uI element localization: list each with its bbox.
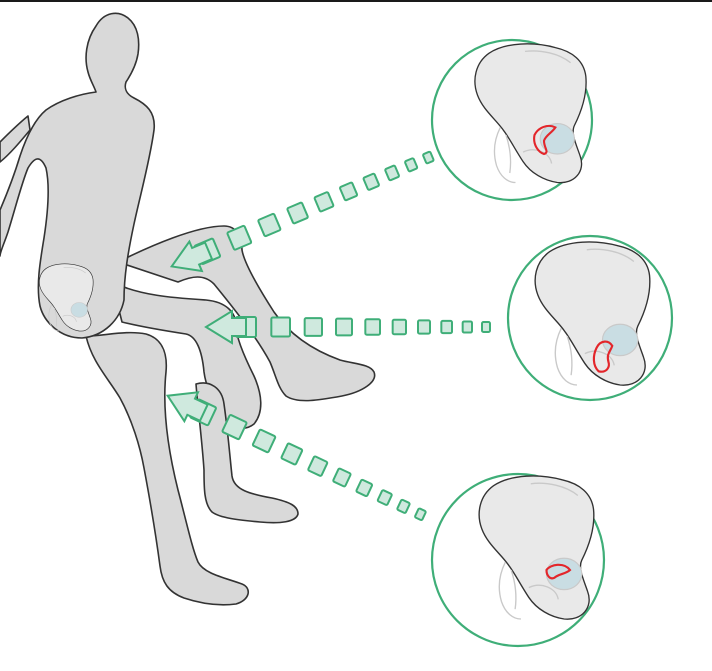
arrow-segment xyxy=(415,508,426,520)
arrow-segment xyxy=(363,173,379,190)
arrow-segment xyxy=(340,182,358,201)
view-top xyxy=(432,40,592,200)
human-figure-icon xyxy=(0,13,375,604)
dashed-arrow-icon xyxy=(165,141,438,281)
arrow-segment xyxy=(385,165,400,180)
arrow-segment xyxy=(393,320,406,334)
view-bottom xyxy=(432,474,604,646)
arrow-segment xyxy=(397,499,410,513)
arrow-segment xyxy=(271,318,290,337)
arrow-segment xyxy=(365,319,380,335)
arrow-segment xyxy=(333,468,351,487)
view-middle xyxy=(508,236,672,400)
arrow-segment xyxy=(418,320,430,333)
arrow-segment xyxy=(377,490,392,506)
arrow-segment xyxy=(356,479,373,496)
arrow-segment xyxy=(314,192,334,212)
arrow-segment xyxy=(305,318,322,336)
arrow-segment xyxy=(252,429,275,452)
arrow-segment xyxy=(336,319,352,336)
arrow-segment xyxy=(482,322,490,332)
arrow-segment xyxy=(423,151,434,163)
arrow-segment xyxy=(281,443,303,465)
arrow-segment xyxy=(405,158,418,172)
arrow-segment xyxy=(441,321,452,333)
arrow-segment xyxy=(287,202,308,224)
arrow-segment xyxy=(308,456,328,476)
arrow-segment xyxy=(463,321,472,332)
arrow-segment xyxy=(258,213,281,236)
